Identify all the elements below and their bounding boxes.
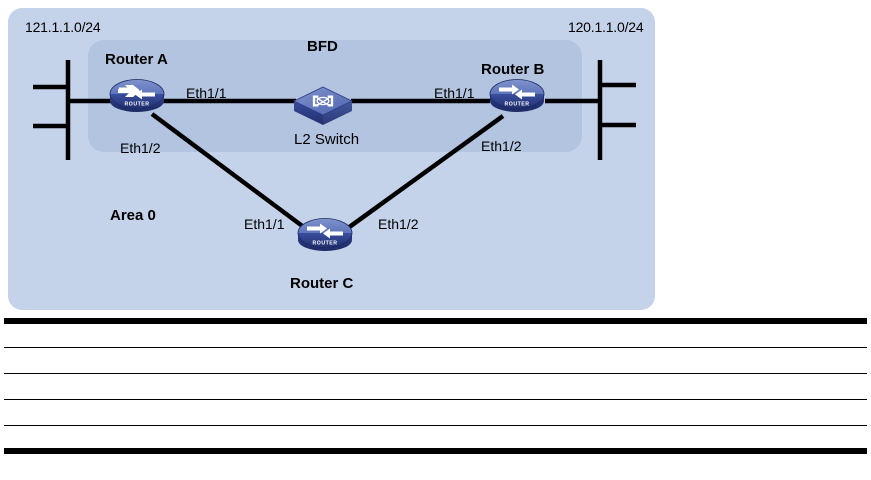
table-row xyxy=(4,399,867,426)
topology-links-layer: ROUTER ROUTER ROUTER xyxy=(33,60,636,252)
table-row xyxy=(4,373,867,400)
lan-bus-left xyxy=(33,60,112,160)
iface-label-router-c-eth1-1: Eth1/1 xyxy=(244,216,285,232)
table-cell xyxy=(4,318,867,348)
link-routera-routerc xyxy=(150,112,307,230)
device-label-router-c: Router C xyxy=(290,275,354,292)
table-row xyxy=(4,347,867,374)
network-label-left: 121.1.1.0/24 xyxy=(25,19,101,35)
iface-label-router-b-eth1-2: Eth1/2 xyxy=(481,138,522,154)
table-cell xyxy=(4,425,867,454)
device-router-c[interactable]: ROUTER xyxy=(297,218,353,252)
table-cell xyxy=(4,373,867,400)
link-routerb-routerc xyxy=(346,114,505,230)
table-body xyxy=(4,318,867,454)
iface-label-router-b-eth1-1: Eth1/1 xyxy=(434,85,475,101)
bfd-label: BFD xyxy=(307,38,338,55)
device-label-router-b: Router B xyxy=(481,61,545,78)
switch-arrows-icon xyxy=(312,95,334,107)
area-label: Area 0 xyxy=(110,207,156,224)
device-label-router-a: Router A xyxy=(105,51,168,68)
data-table xyxy=(4,318,867,454)
iface-label-router-a-eth1-2: Eth1/2 xyxy=(120,140,161,156)
table-cell xyxy=(4,347,867,374)
router-badge: ROUTER xyxy=(505,102,530,108)
iface-label-router-c-eth1-2: Eth1/2 xyxy=(378,216,419,232)
iface-label-router-a-eth1-1: Eth1/1 xyxy=(186,85,227,101)
table-row xyxy=(4,318,867,348)
network-diagram: ROUTER ROUTER ROUTER xyxy=(8,8,655,310)
device-router-a[interactable]: ROUTER xyxy=(109,79,165,113)
router-badge: ROUTER xyxy=(125,102,150,108)
table-cell xyxy=(4,399,867,426)
table-row xyxy=(4,425,867,454)
device-l2-switch[interactable] xyxy=(293,86,353,125)
lan-bus-right xyxy=(545,60,636,160)
device-label-l2-switch: L2 Switch xyxy=(294,131,360,148)
network-label-right: 120.1.1.0/24 xyxy=(568,19,644,35)
device-router-b[interactable]: ROUTER xyxy=(489,79,545,113)
router-badge: ROUTER xyxy=(313,241,338,247)
